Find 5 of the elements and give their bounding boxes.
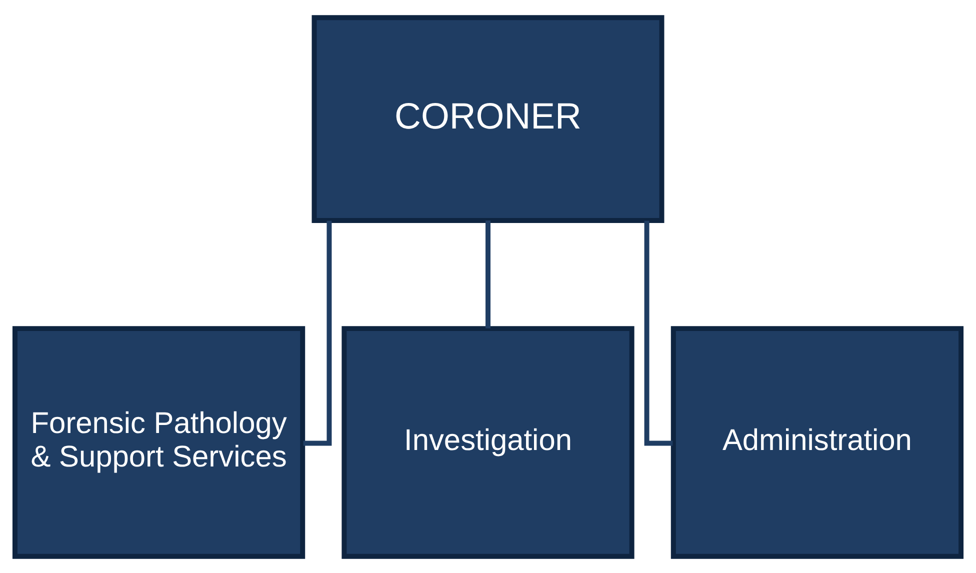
- node-box: Administration: [670, 326, 964, 558]
- node-box: Investigation: [342, 326, 634, 558]
- node-box: CORONER: [312, 14, 664, 222]
- node-box: Forensic Pathology & Support Services: [12, 326, 306, 558]
- connector: [486, 220, 490, 328]
